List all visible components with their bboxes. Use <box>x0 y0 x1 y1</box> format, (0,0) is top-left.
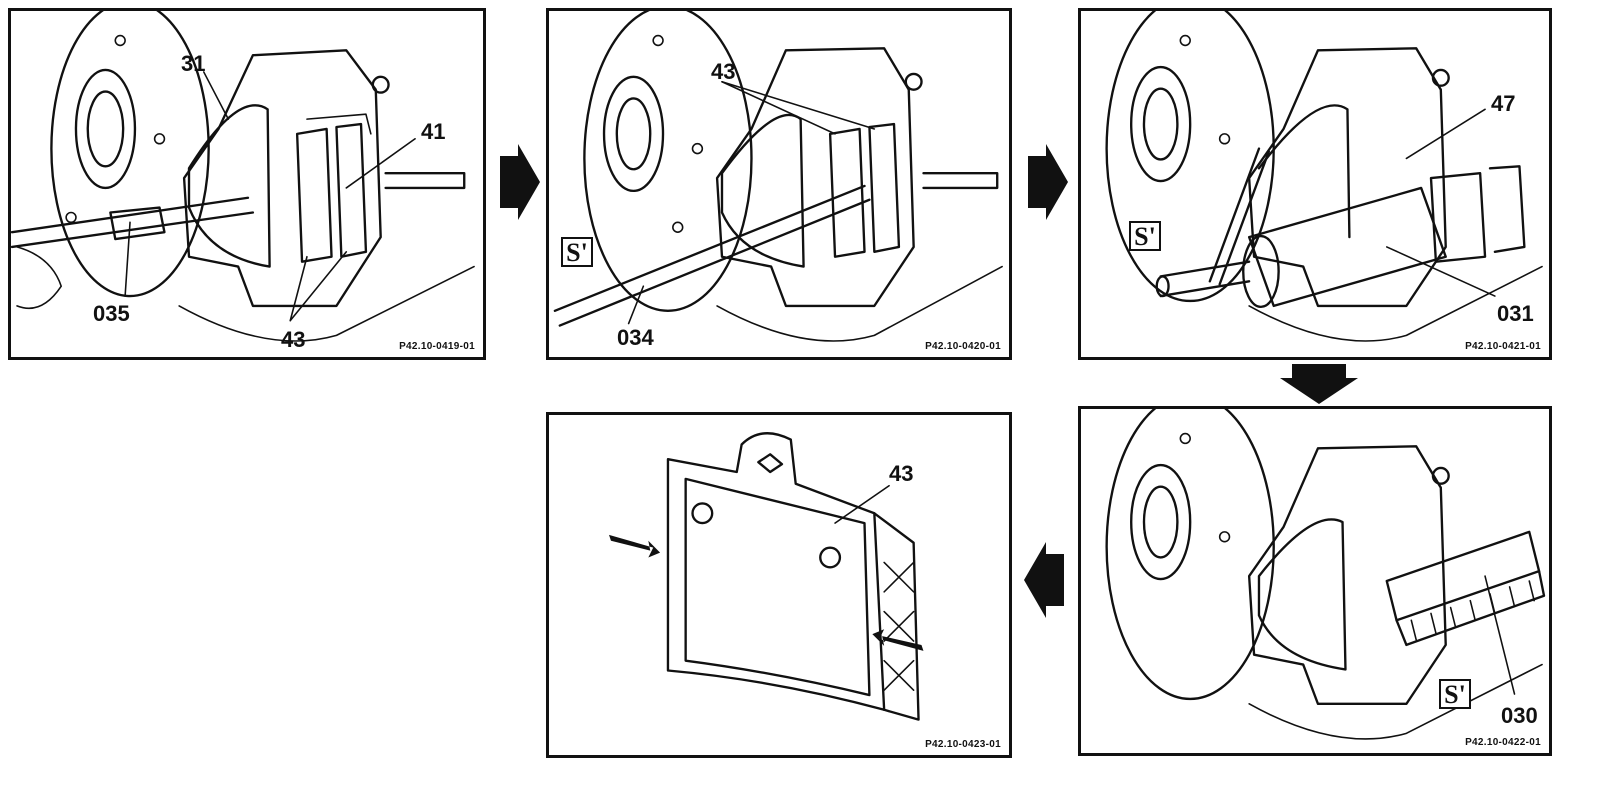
part-label-41: 41 <box>421 119 446 144</box>
part-label-43: 43 <box>889 461 914 486</box>
brake-pad-illustration <box>609 432 924 721</box>
panel-4: S' 030 P42.10-0422-01 <box>1078 406 1552 756</box>
arrow-right-icon <box>500 144 540 220</box>
tool-label-034: 034 <box>617 325 654 350</box>
figure-reference: P42.10-0422-01 <box>1465 737 1541 748</box>
panel-2: S' 43 034 P42.10-0420-01 <box>546 8 1012 360</box>
part-label-31: 31 <box>181 51 206 76</box>
tool-label-031: 031 <box>1497 301 1534 326</box>
part-label-47: 47 <box>1491 91 1516 116</box>
special-tool-icon: S' <box>561 237 593 267</box>
panel-5: 43 P42.10-0423-01 <box>546 412 1012 758</box>
brake-caliper-illustration <box>11 11 475 342</box>
special-tool-icon: S' <box>1439 679 1471 709</box>
tool-label-030: 030 <box>1501 703 1538 728</box>
part-label-43: 43 <box>281 327 306 352</box>
figure-reference: P42.10-0423-01 <box>925 739 1001 750</box>
arrow-right-icon <box>1028 144 1068 220</box>
panel-1: 31 41 035 43 P42.10-0419-01 <box>8 8 486 360</box>
tool-label-035: 035 <box>93 301 130 326</box>
arrow-down-icon <box>1280 364 1358 404</box>
brake-caliper-illustration <box>1105 11 1543 342</box>
special-tool-icon: S' <box>1129 221 1161 251</box>
panel-3: S' 47 031 P42.10-0421-01 <box>1078 8 1552 360</box>
brake-caliper-illustration <box>1105 409 1546 740</box>
part-label-43: 43 <box>711 59 736 84</box>
figure-reference: P42.10-0421-01 <box>1465 341 1541 352</box>
brake-caliper-illustration <box>553 11 1003 342</box>
arrow-left-icon <box>1024 542 1064 618</box>
figure-reference: P42.10-0420-01 <box>925 341 1001 352</box>
figure-reference: P42.10-0419-01 <box>399 341 475 352</box>
